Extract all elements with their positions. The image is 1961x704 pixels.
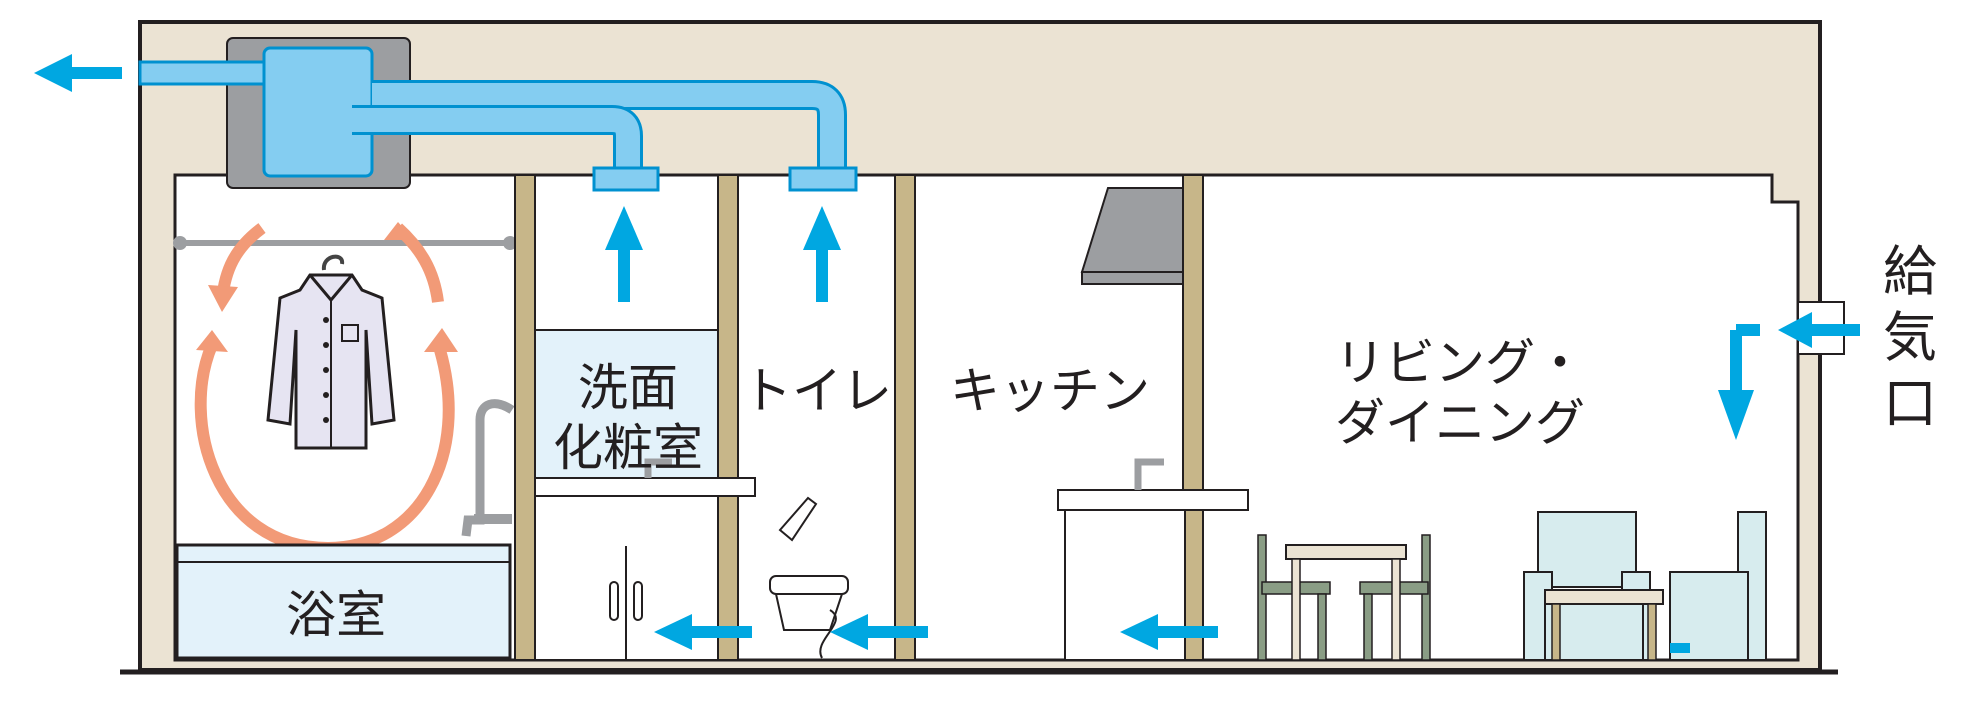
toilet-room: トイレ: [742, 362, 892, 659]
range-hood-base: [1081, 271, 1184, 285]
coffee-table-leg: [1551, 603, 1561, 661]
supply-down-arrowhead: [1718, 390, 1754, 440]
toilet-lid: [778, 496, 818, 542]
toilet-up-arrowhead: [803, 206, 841, 250]
duct-to-washroom: [352, 108, 640, 172]
table-leg: [1291, 558, 1301, 661]
supply-inlet-label-char3: 口: [1883, 372, 1937, 435]
shirt-button: [323, 342, 329, 348]
chair-leg: [1257, 534, 1267, 661]
shower-faucet: [461, 399, 515, 537]
toilet-pipe: [819, 609, 837, 659]
pillar: [1182, 174, 1204, 661]
bathtub: [175, 543, 512, 660]
cabinet-handle: [609, 581, 619, 621]
circulation-arrowhead: [384, 222, 414, 240]
cabinet-handle: [633, 581, 643, 621]
dining-table-top: [1285, 544, 1407, 560]
rod-end-right: [503, 236, 517, 250]
supply-inlet-label-char1: 給: [1883, 240, 1937, 303]
kitchen-faucet: [1134, 458, 1164, 490]
circulation-arrowhead: [424, 328, 458, 352]
room-label-living-line1: リビング・: [1335, 334, 1585, 392]
sofa-set: [1523, 511, 1767, 661]
duct-to-toilet: [372, 83, 844, 172]
room-label-kitchen: キッチン: [950, 362, 1150, 420]
room-label-washroom-line2: 化粧室: [553, 419, 703, 477]
bathroom: 浴室: [173, 222, 517, 660]
pillar: [514, 174, 536, 661]
exhaust-duct: [138, 60, 268, 86]
chair-leg: [1317, 593, 1327, 661]
chair-leg: [1421, 534, 1431, 661]
partition-pillars: [514, 174, 1204, 661]
room-label-bathroom: 浴室: [286, 586, 386, 644]
toilet-seat: [769, 575, 849, 595]
room-label-toilet: トイレ: [742, 362, 892, 420]
room-label-living-line2: ダイニング: [1335, 394, 1585, 452]
shirt-button: [323, 392, 329, 398]
hanging-shirt: [266, 254, 396, 450]
washroom-mirror: [534, 329, 719, 479]
vanity-counter: [534, 477, 756, 497]
table-leg: [1391, 558, 1401, 661]
toilet-exhaust-grille: [788, 166, 858, 192]
pillar: [717, 174, 739, 661]
kitchen: キッチン: [950, 187, 1249, 661]
coffee-table-top: [1544, 589, 1664, 605]
airflow-arrows: [34, 54, 1860, 653]
living-dining: リビング・ ダイニング: [1257, 334, 1767, 661]
washroom-left-arrowhead: [654, 614, 692, 650]
pillar: [894, 174, 916, 661]
shower-mount: [474, 514, 512, 524]
dining-set: [1257, 534, 1431, 661]
kitchen-counter: [1057, 489, 1249, 511]
shirt-button: [323, 367, 329, 373]
armchair-back: [1537, 511, 1637, 588]
room-label-washroom-line1: 洗面: [578, 359, 678, 417]
washroom-exhaust-grille: [592, 166, 660, 192]
shirt-pocket: [341, 324, 359, 342]
shirt-button: [323, 417, 329, 423]
ventilation-system: [138, 37, 858, 192]
chair-leg: [1363, 593, 1373, 661]
toilet-left-arrowhead: [830, 614, 868, 650]
coffee-table-leg: [1647, 603, 1657, 661]
circulation-arrowhead: [208, 285, 238, 312]
exhaust-outlet-arrowhead: [34, 54, 72, 92]
circulation-arrowhead: [196, 330, 228, 352]
clothes-hanger-hook: [321, 254, 345, 271]
supply-inlet-label-char2: 気: [1883, 306, 1937, 369]
kitchen-left-arrowhead: [1120, 614, 1158, 650]
shirt-button: [323, 317, 329, 323]
washroom-faucet: [644, 458, 672, 478]
rod-end-left: [173, 236, 187, 250]
washroom: 洗面 化粧室: [534, 329, 756, 661]
washroom-up-arrowhead: [605, 206, 643, 250]
supply-in-arrowhead: [1778, 312, 1812, 348]
